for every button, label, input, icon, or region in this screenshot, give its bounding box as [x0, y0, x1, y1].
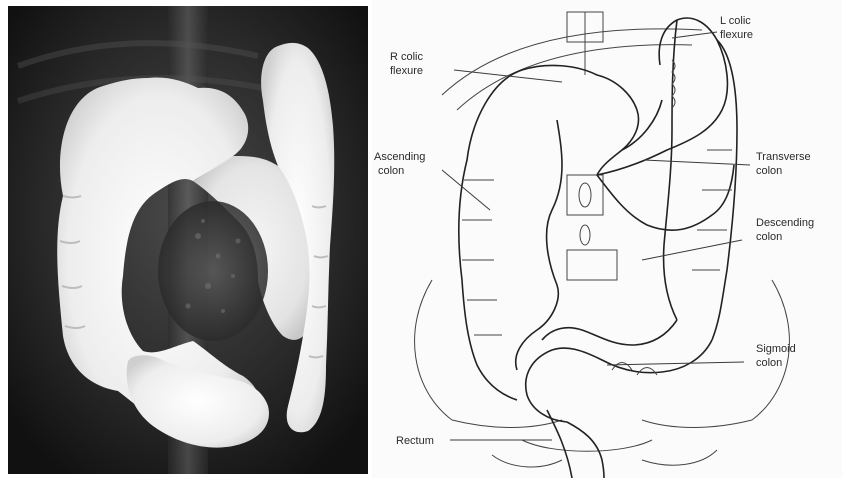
barium-enema-radiograph — [8, 6, 368, 474]
leader-ascending-colon — [442, 170, 490, 210]
label-descending-colon: Descending colon — [756, 217, 817, 243]
leader-transverse-colon — [644, 160, 750, 165]
leader-sigmoid-colon — [607, 362, 744, 365]
label-l-colic-flexure: L colic flexure — [720, 15, 754, 41]
anatomical-labels: L colic flexure R colic flexure Ascendin… — [374, 15, 817, 447]
labeled-colon-diagram: L colic flexure R colic flexure Ascendin… — [372, 0, 842, 478]
leader-descending-colon — [642, 240, 742, 260]
label-transverse-colon: Transverse colon — [756, 151, 814, 177]
leader-lines — [442, 32, 750, 440]
label-ascending-colon: Ascending colon — [374, 151, 428, 177]
colon-diagram-svg: L colic flexure R colic flexure Ascendin… — [372, 0, 842, 478]
leader-l-colic-flexure — [672, 32, 717, 38]
leader-r-colic-flexure — [454, 70, 562, 82]
label-rectum: Rectum — [396, 435, 434, 447]
mid-abdomen-shadow — [158, 201, 268, 341]
label-sigmoid-colon: Sigmoid colon — [756, 343, 799, 369]
radiograph-image — [8, 6, 368, 474]
label-r-colic-flexure: R colic flexure — [390, 51, 426, 77]
colon-outline — [459, 18, 737, 478]
